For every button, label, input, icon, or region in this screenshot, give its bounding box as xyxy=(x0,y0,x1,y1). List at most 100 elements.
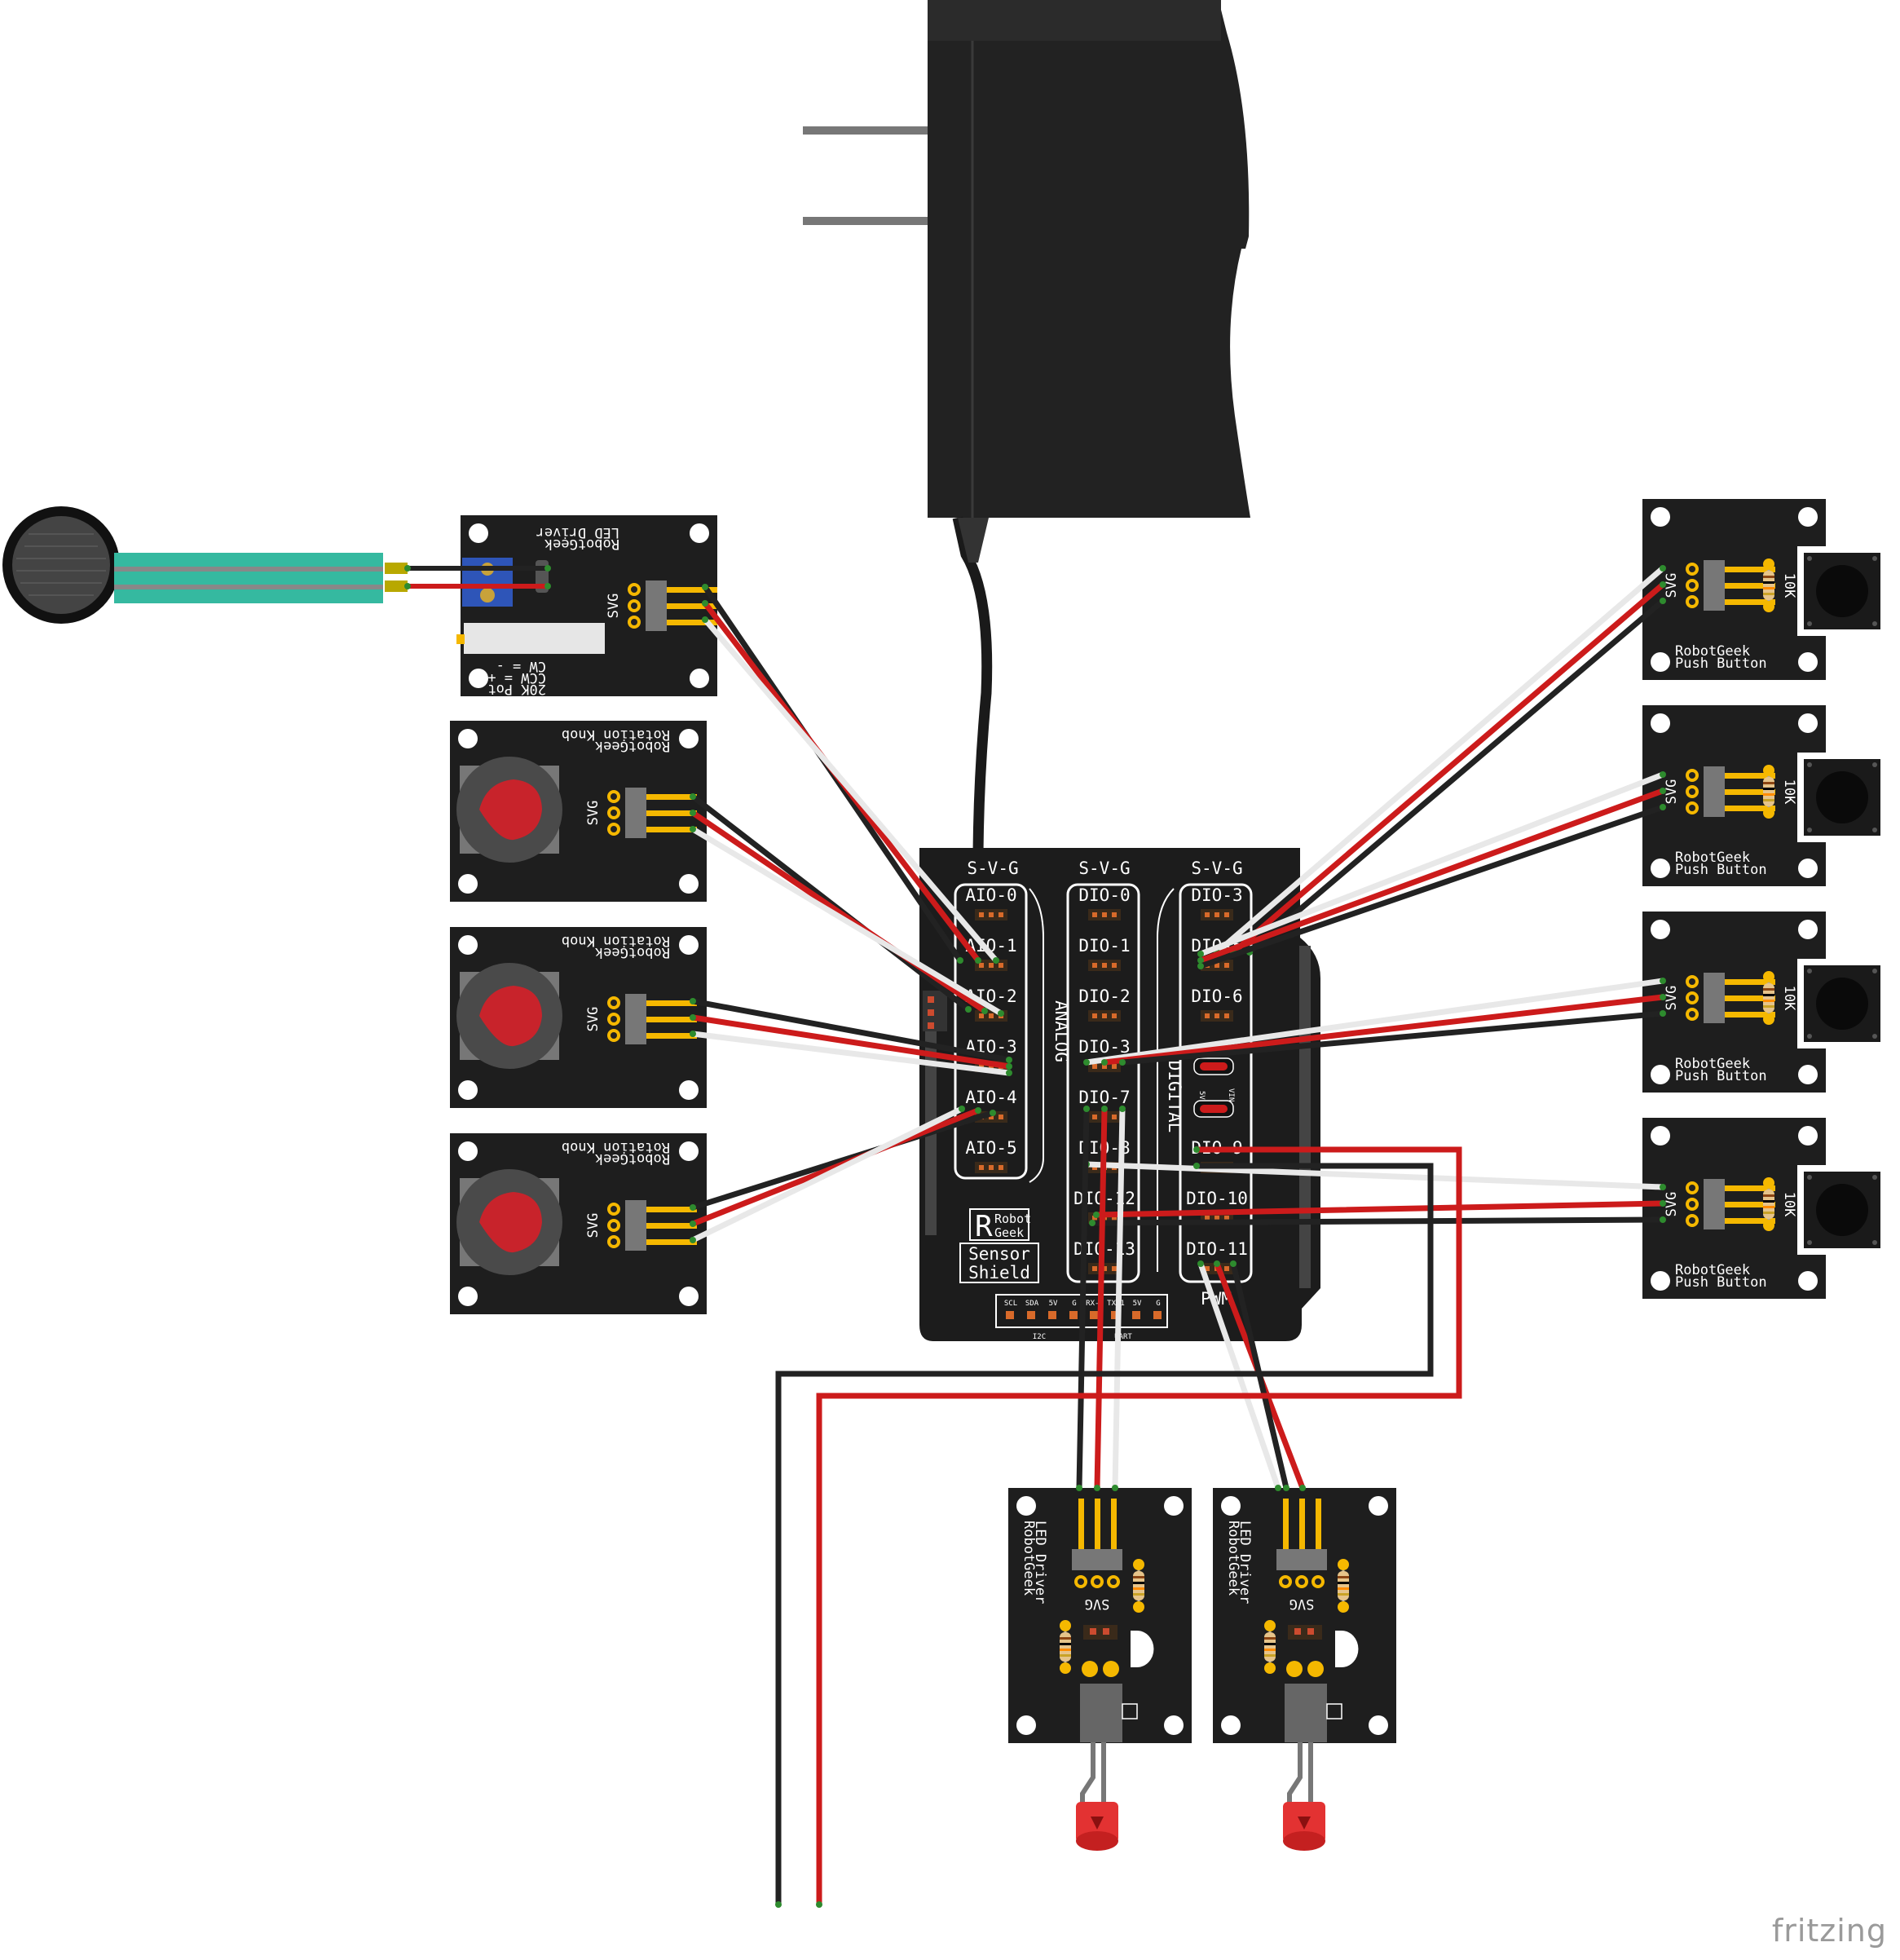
wire xyxy=(775,1163,1434,1908)
wire xyxy=(1119,1010,1666,1066)
fsr-tail xyxy=(114,553,383,603)
button-cap[interactable] xyxy=(1816,978,1868,1030)
i2c-pin-label: SCL xyxy=(1004,1300,1017,1308)
svg-pin-label: SVG xyxy=(585,801,602,826)
mounting-hole xyxy=(690,523,709,543)
resistor-label: 10K xyxy=(1781,573,1797,598)
jumper-label-5v: 5V xyxy=(1197,1091,1206,1100)
svg-pin-label: SVG xyxy=(1664,573,1680,598)
module-name-line2: Push Button xyxy=(1675,656,1767,672)
module-name-line2: Push Button xyxy=(1675,1274,1767,1291)
module-name-line1: RobotGeek xyxy=(1021,1521,1037,1596)
mounting-hole xyxy=(1798,652,1818,672)
mounting-hole xyxy=(1016,1715,1036,1735)
pwm-pin-label: DIO-6 xyxy=(1191,987,1242,1006)
5v-jumper-cap[interactable] xyxy=(1200,1105,1228,1113)
wire xyxy=(1197,771,1666,957)
mounting-hole xyxy=(1798,713,1818,733)
svg-pin-label: SVG xyxy=(1664,779,1680,805)
mounting-hole xyxy=(679,874,699,894)
svg-text:Geek: Geek xyxy=(994,1225,1024,1240)
wire xyxy=(1197,804,1666,969)
module-name-line1: RobotGeek xyxy=(1675,1262,1750,1278)
svg-pin-label: SVG xyxy=(606,594,622,619)
wire xyxy=(690,1031,1012,1076)
jumper-label-vin: VIN xyxy=(1227,1088,1235,1101)
mounting-hole xyxy=(679,1287,699,1306)
sensor-shield: AIO-0AIO-1AIO-2AIO-3AIO-4AIO-5DIO-0DIO-1… xyxy=(919,848,1320,1341)
mounting-hole xyxy=(1164,1715,1184,1735)
adapter-prong-top xyxy=(803,126,929,135)
button-cap[interactable] xyxy=(1816,565,1868,617)
mounting-hole xyxy=(1798,507,1818,527)
adapter-cable xyxy=(952,516,993,865)
red-led xyxy=(1283,1742,1325,1851)
button-cap[interactable] xyxy=(1816,771,1868,823)
button-cap[interactable] xyxy=(1816,1184,1868,1236)
mounting-hole xyxy=(1651,652,1670,672)
module-name-line1: RobotGeek xyxy=(595,944,670,960)
wire xyxy=(1214,565,1666,956)
mounting-hole xyxy=(469,523,488,543)
module-name-line2: Rotation Knob xyxy=(562,1139,670,1155)
module-name-line2: LED Driver xyxy=(536,524,619,541)
module-name-line2: Push Button xyxy=(1675,1068,1767,1084)
uart-pin-label: 5V xyxy=(1133,1300,1142,1308)
fritzing-watermark: fritzing xyxy=(1771,1913,1887,1949)
analog-pin-label: AIO-0 xyxy=(965,885,1016,905)
wire xyxy=(816,1146,1462,1908)
mounting-hole xyxy=(1164,1496,1184,1516)
mounting-hole xyxy=(458,1287,478,1306)
svg-text:R: R xyxy=(975,1210,993,1243)
analog-header-label: S-V-G xyxy=(967,859,1018,878)
mounting-hole xyxy=(679,729,699,748)
module-name-line1: RobotGeek xyxy=(595,738,670,754)
mounting-hole xyxy=(1798,859,1818,878)
pwm-column xyxy=(1179,883,1253,1283)
module-name-line1: RobotGeek xyxy=(1675,850,1750,866)
digital-pin-label: DIO-3 xyxy=(1078,1037,1130,1057)
pwm-pin-label: DIO-3 xyxy=(1191,885,1242,905)
wire xyxy=(1076,1106,1090,1491)
knob-indicator xyxy=(479,986,542,1047)
mounting-hole xyxy=(1651,713,1670,733)
digital-section-label: DIGITAL xyxy=(1165,1061,1184,1133)
i2c-pin-label: SDA xyxy=(1025,1300,1039,1308)
i2c-label: I2C xyxy=(1033,1333,1046,1341)
module-name-line2: LED Driver xyxy=(1237,1521,1253,1604)
wire xyxy=(702,616,999,964)
module-name-line1: RobotGeek xyxy=(544,536,619,552)
resistor-label: 10K xyxy=(1781,779,1797,805)
svg-pin-label: SVG xyxy=(1664,986,1680,1011)
uart-pin-label: RX-0 xyxy=(1086,1300,1104,1308)
pot-label: 20K Pot xyxy=(487,681,546,697)
wire xyxy=(690,810,988,1014)
analog-pin-label: AIO-5 xyxy=(965,1138,1016,1158)
mounting-hole xyxy=(679,935,699,955)
module-name-line2: Rotation Knob xyxy=(562,726,670,743)
mounting-hole xyxy=(1798,1271,1818,1291)
pot-label: CCW = + xyxy=(487,669,546,686)
wire xyxy=(1083,1161,1666,1190)
analog-pin-label: AIO-4 xyxy=(965,1088,1016,1107)
pot-label: CW = - xyxy=(496,658,546,674)
svg-pin-label: SVG xyxy=(1664,1192,1680,1217)
mounting-hole xyxy=(1369,1496,1388,1516)
i2c-pin-label: G xyxy=(1072,1300,1076,1308)
wire xyxy=(690,1106,965,1243)
wire xyxy=(1197,788,1666,964)
svg-pin-label: SVG xyxy=(1085,1596,1110,1612)
vin-jumper-cap[interactable] xyxy=(1200,1062,1228,1070)
